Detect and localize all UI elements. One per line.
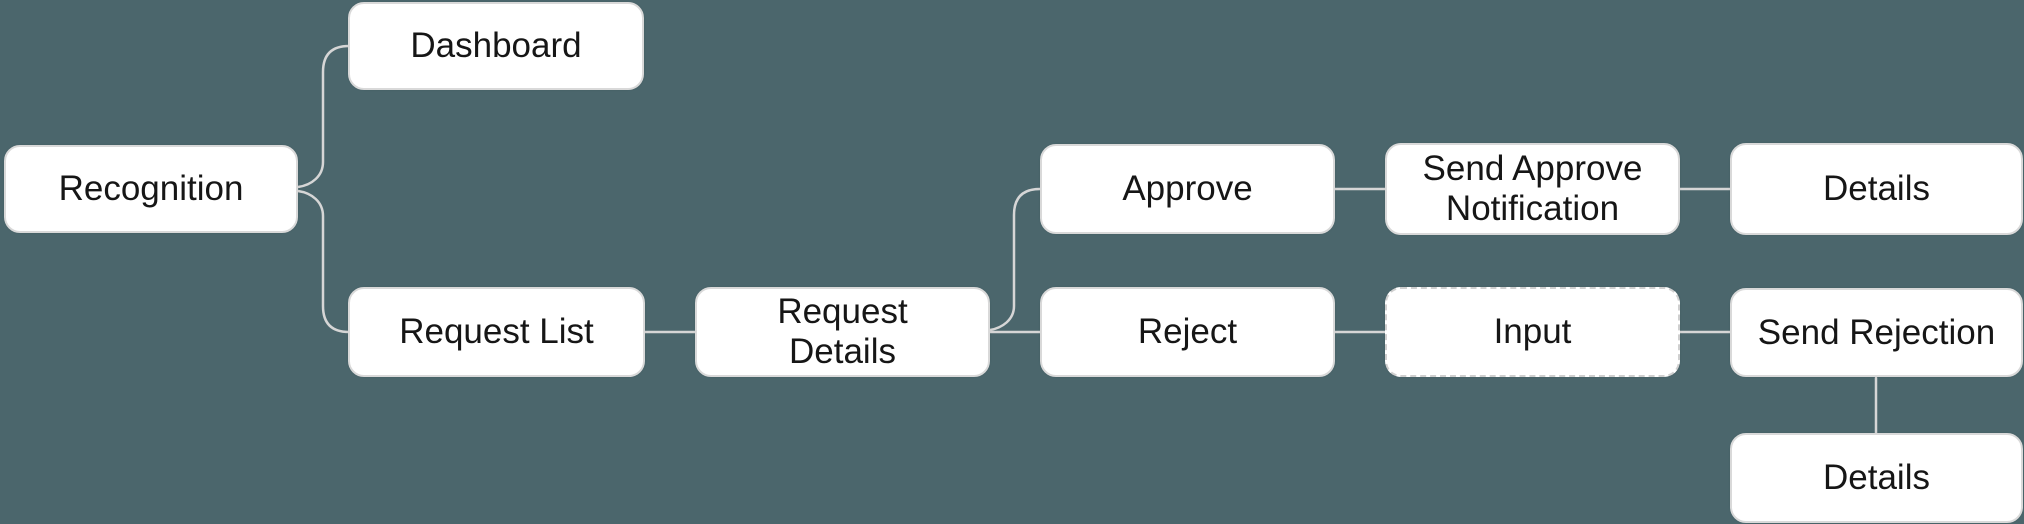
- node-send-approve-notification[interactable]: Send Approve Notification: [1385, 143, 1680, 235]
- node-request-details[interactable]: Request Details: [695, 287, 990, 377]
- connector-request-details-approve: [988, 187, 1042, 332]
- node-approve[interactable]: Approve: [1040, 144, 1335, 234]
- connector-recognition-dashboard: [296, 44, 351, 189]
- node-send-rejection[interactable]: Send Rejection: [1730, 288, 2023, 377]
- node-input[interactable]: Input: [1385, 287, 1680, 377]
- node-details-approve[interactable]: Details: [1730, 143, 2023, 235]
- node-recognition[interactable]: Recognition: [4, 145, 298, 233]
- node-dashboard[interactable]: Dashboard: [348, 2, 644, 90]
- connector-recognition-request-list: [296, 189, 351, 334]
- node-reject[interactable]: Reject: [1040, 287, 1335, 377]
- node-request-list[interactable]: Request List: [348, 287, 645, 377]
- node-details-reject[interactable]: Details: [1730, 433, 2023, 523]
